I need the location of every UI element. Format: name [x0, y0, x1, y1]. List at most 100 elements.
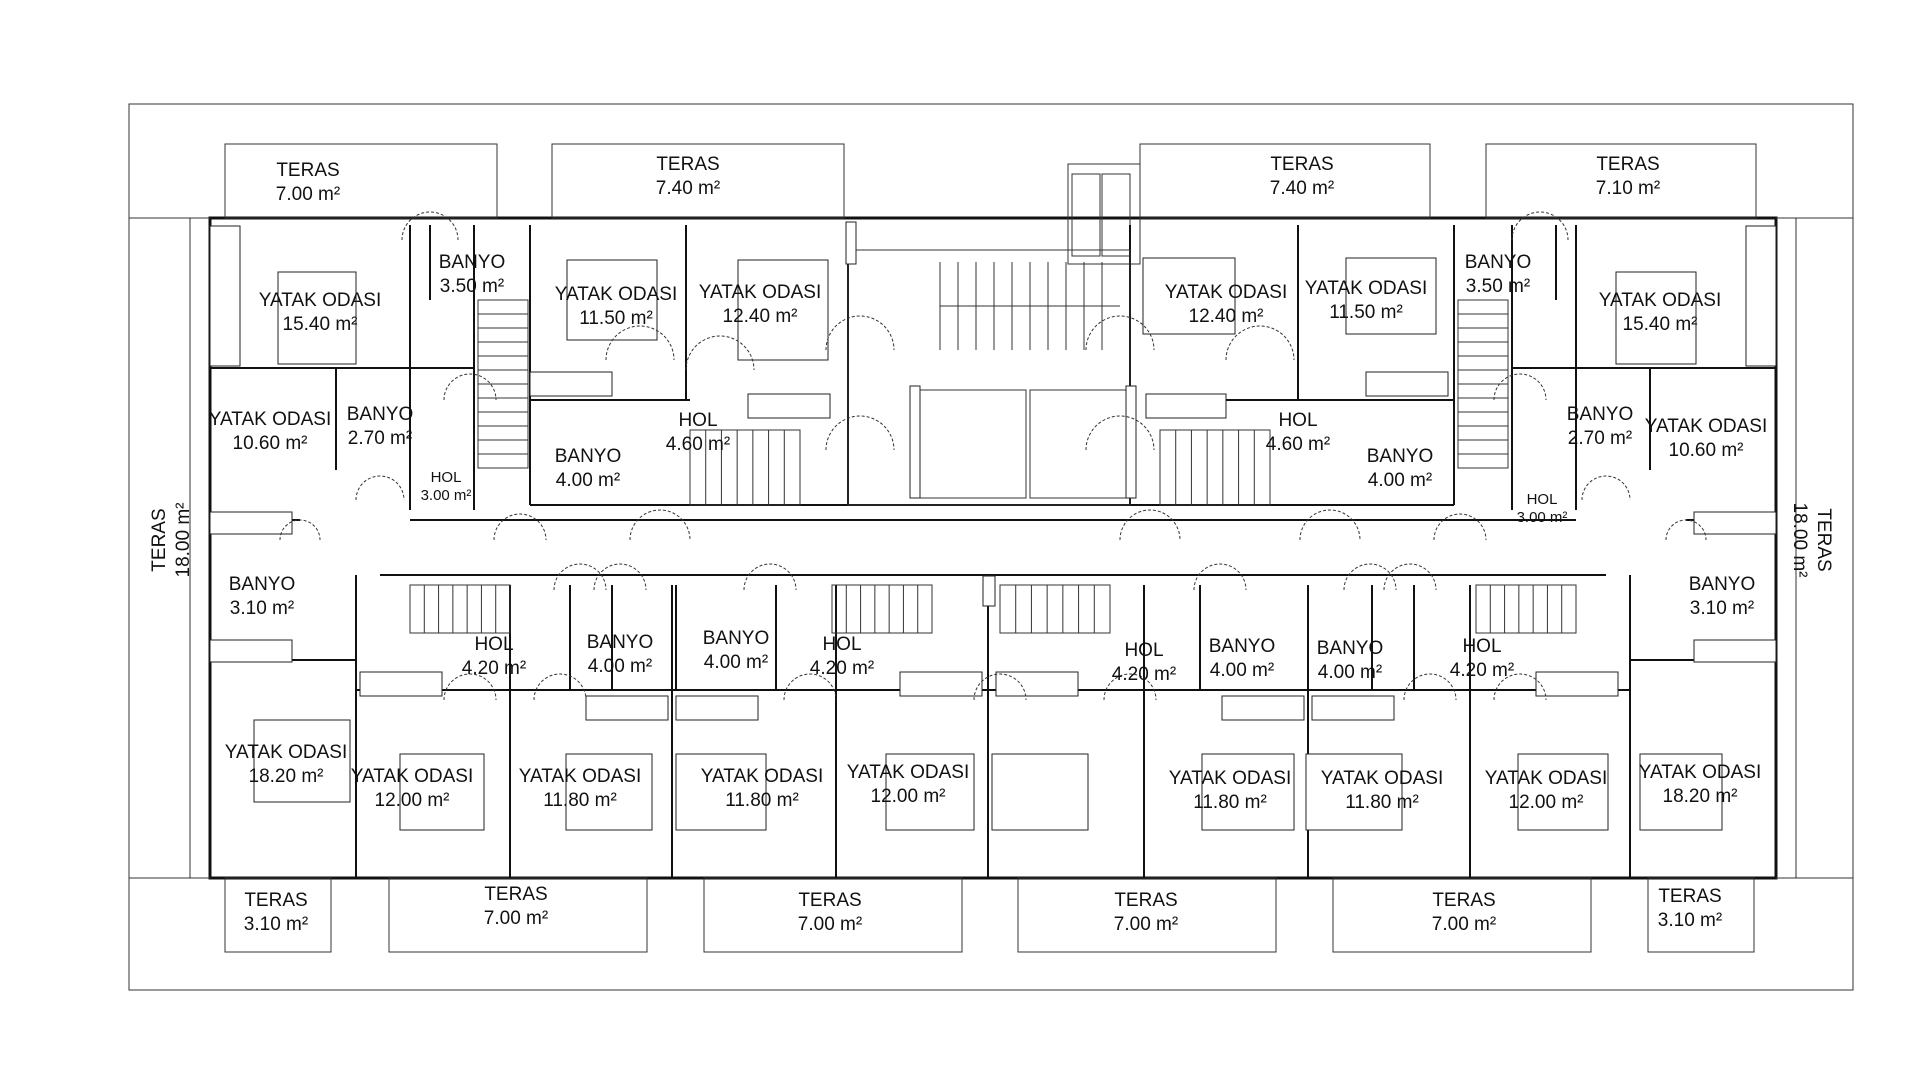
- room-name: YATAK ODASI: [847, 762, 969, 783]
- room-area: 10.60 m²: [233, 433, 308, 454]
- room-label: HOL 4.20 m²: [1112, 640, 1176, 685]
- room-area: 11.80 m²: [1345, 792, 1419, 813]
- room-name: YATAK ODASI: [209, 409, 331, 430]
- room-area: 4.00 m²: [1318, 662, 1382, 683]
- room-name: YATAK ODASI: [1645, 416, 1767, 437]
- room-name: TERAS: [1114, 890, 1177, 911]
- room-name: HOL: [678, 410, 717, 431]
- room-name: TERAS: [1270, 154, 1333, 175]
- room-name: HOL: [1278, 410, 1317, 431]
- room-label: BANYO 4.00 m²: [703, 628, 770, 673]
- room-name: BANYO: [1317, 638, 1384, 659]
- room-label: TERAS 7.00 m²: [1114, 890, 1178, 935]
- room-label: YATAK ODASI 12.00 m²: [847, 762, 969, 807]
- room-label: HOL 4.20 m²: [1450, 636, 1514, 681]
- room-area: 7.00 m²: [1114, 914, 1178, 935]
- room-area: 7.00 m²: [276, 184, 340, 205]
- room-name: HOL: [822, 634, 861, 655]
- wardrobes: [209, 225, 1777, 721]
- door-swings: [279, 211, 1707, 701]
- room-area: 3.50 m²: [440, 276, 504, 297]
- room-name: BANYO: [1689, 574, 1756, 595]
- room-area: 7.40 m²: [1270, 178, 1334, 199]
- room-name: YATAK ODASI: [1305, 278, 1427, 299]
- room-name: TERAS: [1813, 508, 1834, 571]
- room-area: 12.00 m²: [871, 786, 946, 807]
- room-area: 4.20 m²: [1112, 664, 1176, 685]
- room-area: 3.50 m²: [1466, 276, 1530, 297]
- room-area: 4.00 m²: [556, 470, 620, 491]
- room-name: TERAS: [798, 890, 861, 911]
- room-area: 10.60 m²: [1669, 440, 1744, 461]
- room-name: BANYO: [703, 628, 770, 649]
- room-area: 2.70 m²: [348, 428, 412, 449]
- room-label: YATAK ODASI 12.40 m²: [1165, 282, 1287, 327]
- room-area: 4.00 m²: [588, 656, 652, 677]
- room-area: 7.00 m²: [1432, 914, 1496, 935]
- room-name: YATAK ODASI: [701, 766, 823, 787]
- room-name: BANYO: [439, 252, 506, 273]
- room-name: YATAK ODASI: [699, 282, 821, 303]
- room-area: 3.00 m²: [1517, 509, 1568, 526]
- room-name: HOL: [431, 469, 462, 486]
- room-name: HOL: [1124, 640, 1163, 661]
- room-area: 4.20 m²: [462, 658, 526, 679]
- room-area: 4.00 m²: [704, 652, 768, 673]
- building-walls: [129, 216, 1853, 880]
- room-name: TERAS: [244, 890, 307, 911]
- room-area: 15.40 m²: [1623, 314, 1698, 335]
- stair-core: [845, 221, 1137, 607]
- room-area: 3.00 m²: [421, 487, 472, 504]
- room-area: 3.10 m²: [1658, 910, 1722, 931]
- room-area: 2.70 m²: [1568, 428, 1632, 449]
- room-name: YATAK ODASI: [1169, 768, 1291, 789]
- room-area: 7.10 m²: [1596, 178, 1660, 199]
- room-name: TERAS: [656, 154, 719, 175]
- room-label: BANYO 3.50 m²: [439, 252, 506, 297]
- room-area: 18.00 m²: [173, 503, 194, 578]
- room-name: BANYO: [1209, 636, 1276, 657]
- room-area: 18.20 m²: [249, 766, 324, 787]
- room-name: YATAK ODASI: [555, 284, 677, 305]
- beds: [253, 257, 1723, 831]
- room-name: TERAS: [484, 884, 547, 905]
- room-area: 18.20 m²: [1663, 786, 1738, 807]
- room-name: HOL: [1462, 636, 1501, 657]
- room-area: 12.00 m²: [1509, 792, 1584, 813]
- room-name: YATAK ODASI: [519, 766, 641, 787]
- room-label: YATAK ODASI 10.60 m²: [1645, 416, 1767, 461]
- room-area: 15.40 m²: [283, 314, 358, 335]
- room-area: 4.00 m²: [1368, 470, 1432, 491]
- unit-stairs: [409, 299, 1577, 634]
- room-name: YATAK ODASI: [259, 290, 381, 311]
- room-name: YATAK ODASI: [1165, 282, 1287, 303]
- room-name: TERAS: [149, 508, 170, 571]
- room-area: 4.20 m²: [1450, 660, 1514, 681]
- room-label: TERAS 7.40 m²: [1270, 154, 1334, 199]
- room-area: 12.40 m²: [1189, 306, 1264, 327]
- room-name: BANYO: [1367, 446, 1434, 467]
